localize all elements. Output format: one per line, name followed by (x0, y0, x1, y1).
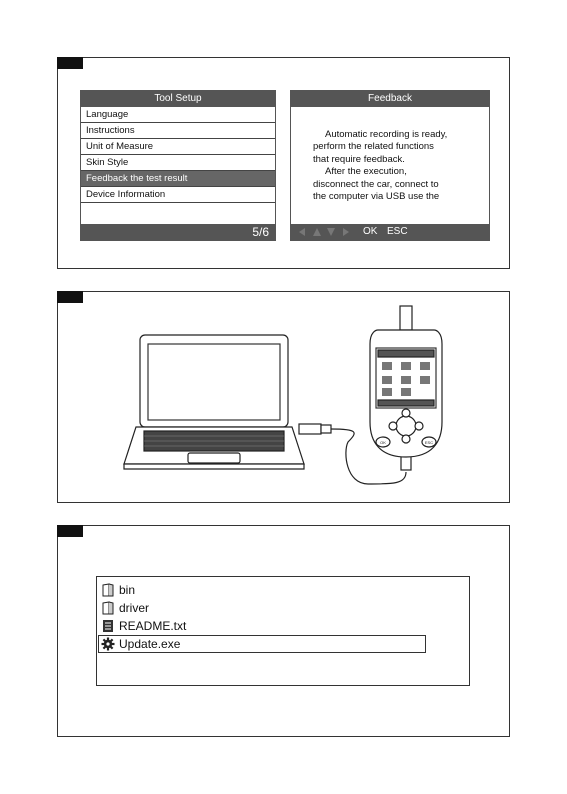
feedback-line: Automatic recording is ready, (325, 129, 448, 140)
tool-setup-footer: 5/6 (81, 224, 275, 240)
usb-cable-icon (298, 423, 412, 485)
menu-item-device-information[interactable]: Device Information (81, 187, 275, 203)
feedback-line: the computer via USB use the (313, 191, 440, 203)
folder-icon (102, 583, 114, 597)
file-name: driver (119, 601, 150, 615)
text-file-icon (103, 620, 113, 632)
arrow-keys-icon (299, 228, 349, 236)
laptop-icon (123, 334, 305, 470)
panel-usb-connection: OK ESC (57, 291, 510, 503)
feedback-line: perform the related functions (313, 141, 434, 153)
file-browser: bin driver README.txt Update.exe (96, 576, 470, 686)
usb-connection-illustration: OK ESC (123, 305, 443, 485)
feedback-line: After the execution, (325, 166, 407, 178)
feedback-line: that require feedback. (313, 153, 405, 165)
folder-icon (102, 601, 114, 615)
feedback-message: Automatic recording is ready, perform th… (313, 129, 483, 203)
feedback-title: Feedback (291, 91, 489, 107)
menu-item-feedback[interactable]: Feedback the test result (81, 171, 275, 187)
menu-item-skin-style[interactable]: Skin Style (81, 155, 275, 171)
esc-button[interactable]: ESC (387, 226, 408, 237)
menu-item-language[interactable]: Language (81, 107, 275, 123)
feedback-footer: OK ESC (291, 224, 489, 240)
feedback-line: disconnect the car, connect to (313, 178, 439, 190)
file-name: bin (119, 583, 136, 597)
gear-icon (101, 637, 115, 651)
panel-screens: Tool Setup Language Instructions Unit of… (57, 57, 510, 269)
menu-item-instructions[interactable]: Instructions (81, 123, 275, 139)
panel-tab-marker (57, 291, 83, 303)
page-indicator: 5/6 (252, 225, 269, 239)
file-item-bin[interactable]: bin (101, 581, 135, 599)
tool-setup-menu: Language Instructions Unit of Measure Sk… (81, 107, 275, 203)
device-esc-label: ESC (425, 440, 433, 445)
panel-tab-marker (57, 57, 83, 69)
file-name: Update.exe (119, 637, 181, 651)
menu-item-unit-of-measure[interactable]: Unit of Measure (81, 139, 275, 155)
laptop-keys (144, 435, 284, 447)
device-ok-label: OK (380, 440, 386, 445)
feedback-screen: Feedback Automatic recording is ready, p… (290, 90, 490, 241)
panel-file-list: bin driver README.txt Update.exe (57, 525, 510, 737)
tool-setup-screen: Tool Setup Language Instructions Unit of… (80, 90, 276, 241)
file-item-readme[interactable]: README.txt (101, 617, 186, 635)
file-item-update[interactable]: Update.exe (98, 635, 426, 653)
file-item-driver[interactable]: driver (101, 599, 149, 617)
panel-tab-marker (57, 525, 83, 537)
ok-button[interactable]: OK (363, 226, 378, 237)
scanner-screen-icons (382, 362, 430, 396)
tool-setup-title: Tool Setup (81, 91, 275, 107)
file-name: README.txt (119, 619, 187, 633)
